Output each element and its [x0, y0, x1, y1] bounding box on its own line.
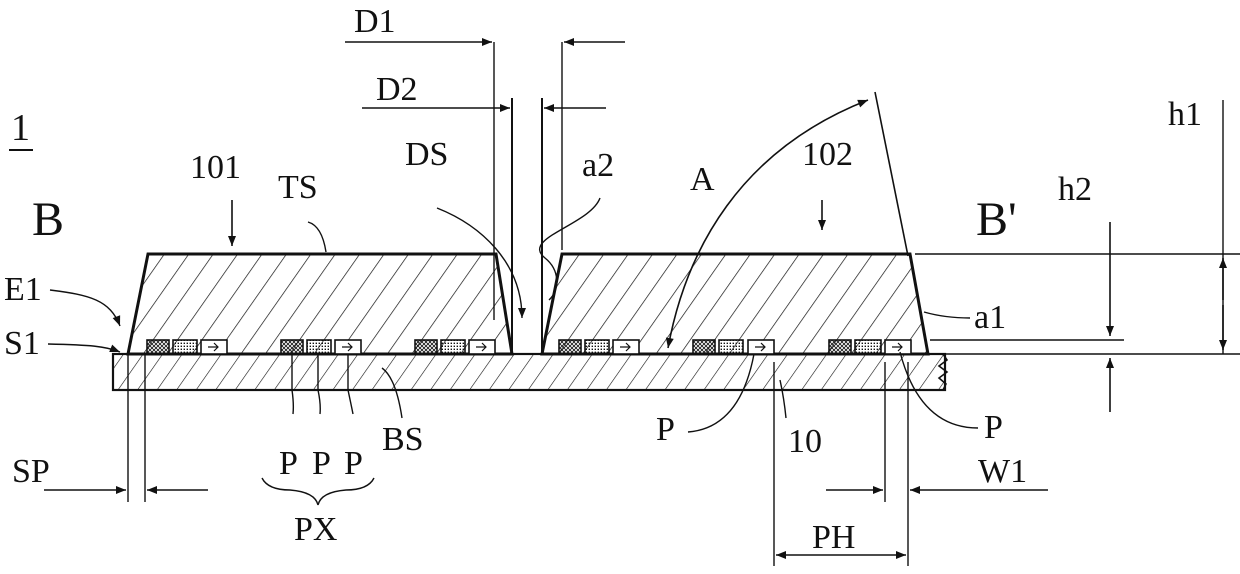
pixel-group-6: [829, 340, 911, 354]
label-ts: TS: [278, 169, 318, 206]
label-p-4: P: [656, 411, 675, 448]
lens-structure-102: [542, 254, 928, 354]
label-b: B: [32, 193, 64, 246]
label-fig-1: 1: [11, 107, 30, 149]
label-101: 101: [190, 149, 241, 186]
label-d2: D2: [376, 71, 418, 108]
label-b-prime: B': [976, 193, 1017, 246]
label-angle-a: A: [690, 161, 715, 198]
label-h2: h2: [1058, 171, 1092, 208]
label-p-5: P: [984, 409, 1003, 446]
label-ds: DS: [405, 136, 448, 173]
pixel-group-2: [281, 340, 361, 354]
pixel-group-1: [147, 340, 227, 354]
lens-structure-101: [128, 254, 512, 354]
pixel-group-3: [415, 340, 495, 354]
label-102: 102: [802, 136, 853, 173]
label-h1: h1: [1168, 96, 1202, 133]
label-d1: D1: [354, 3, 396, 40]
substrate: [113, 354, 947, 390]
pixel-group-4: [559, 340, 639, 354]
label-s1: S1: [4, 325, 40, 362]
label-sp: SP: [12, 453, 50, 490]
label-10: 10: [788, 423, 822, 460]
pixel-group-5: [693, 340, 774, 354]
label-ph: PH: [812, 519, 855, 556]
label-a2: a2: [582, 147, 614, 184]
dimension-h1-h2: [915, 100, 1240, 412]
label-p-2: P: [312, 445, 331, 482]
label-a1: a1: [974, 299, 1006, 336]
label-p-1: P: [279, 445, 298, 482]
label-p-3: P: [344, 445, 363, 482]
label-w1: W1: [978, 453, 1027, 490]
label-e1: E1: [4, 271, 42, 308]
label-bs: BS: [382, 421, 424, 458]
label-px: PX: [294, 511, 337, 548]
